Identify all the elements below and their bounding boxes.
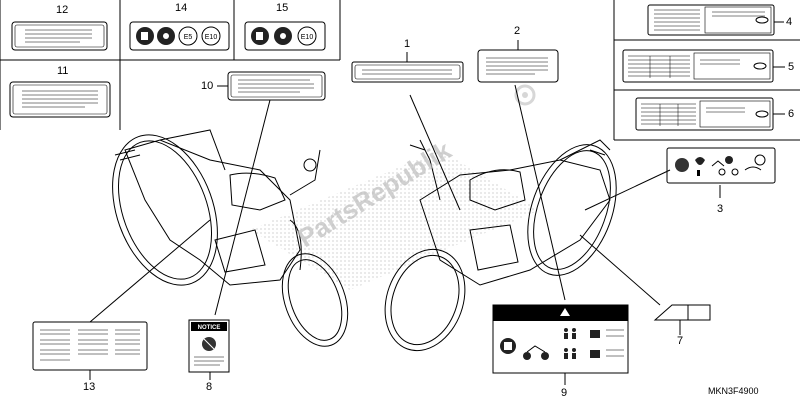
motorcycle-left bbox=[112, 129, 349, 347]
callout-1: 1 bbox=[404, 38, 411, 50]
callout-2: 2 bbox=[514, 25, 521, 37]
badge-e5 bbox=[178, 26, 198, 46]
svg-text:NOTICE: NOTICE bbox=[198, 325, 221, 331]
label-9 bbox=[492, 304, 629, 385]
label-11 bbox=[9, 81, 111, 118]
label-2 bbox=[477, 49, 559, 83]
label-10 bbox=[217, 71, 326, 101]
label-12 bbox=[11, 21, 108, 51]
callout-5: 5 bbox=[788, 61, 795, 73]
badge-e10 bbox=[201, 26, 221, 46]
svg-text:E10: E10 bbox=[301, 34, 314, 41]
label-8 bbox=[188, 319, 230, 373]
callout-4: 4 bbox=[786, 16, 793, 28]
callout-10: 10 bbox=[201, 80, 214, 92]
callout-8: 8 bbox=[206, 381, 213, 393]
motorcycle-right bbox=[384, 139, 617, 352]
label-5 bbox=[622, 49, 785, 83]
label-4 bbox=[647, 4, 784, 36]
label-13 bbox=[32, 321, 148, 371]
callout-12: 12 bbox=[56, 4, 69, 16]
callout-11: 11 bbox=[57, 65, 69, 77]
callout-14: 14 bbox=[175, 2, 188, 14]
dotted-background bbox=[250, 150, 540, 290]
badge-e10 bbox=[297, 26, 317, 46]
diagram-code: MKN3F4900 bbox=[708, 386, 759, 396]
top-left-grid bbox=[0, 0, 341, 130]
label-3 bbox=[666, 147, 776, 198]
callout-3: 3 bbox=[717, 203, 724, 215]
svg-text:E5: E5 bbox=[184, 34, 193, 41]
label-14 bbox=[129, 21, 230, 51]
gear-icon bbox=[514, 84, 536, 106]
warning-triangle-icon bbox=[560, 308, 570, 316]
svg-text:E10: E10 bbox=[205, 34, 218, 41]
label-15 bbox=[244, 21, 326, 51]
callout-7: 7 bbox=[677, 335, 684, 347]
callout-15: 15 bbox=[276, 2, 289, 14]
leader-lines bbox=[89, 40, 671, 380]
callout-9: 9 bbox=[561, 387, 568, 399]
callout-13: 13 bbox=[83, 381, 96, 393]
label-7 bbox=[653, 304, 711, 335]
top-right-grid bbox=[613, 0, 800, 141]
label-texts: E5 E10 E10 NOTICE bbox=[184, 34, 314, 331]
label-6 bbox=[635, 97, 785, 131]
label-1 bbox=[351, 61, 464, 83]
callout-6: 6 bbox=[788, 108, 795, 120]
